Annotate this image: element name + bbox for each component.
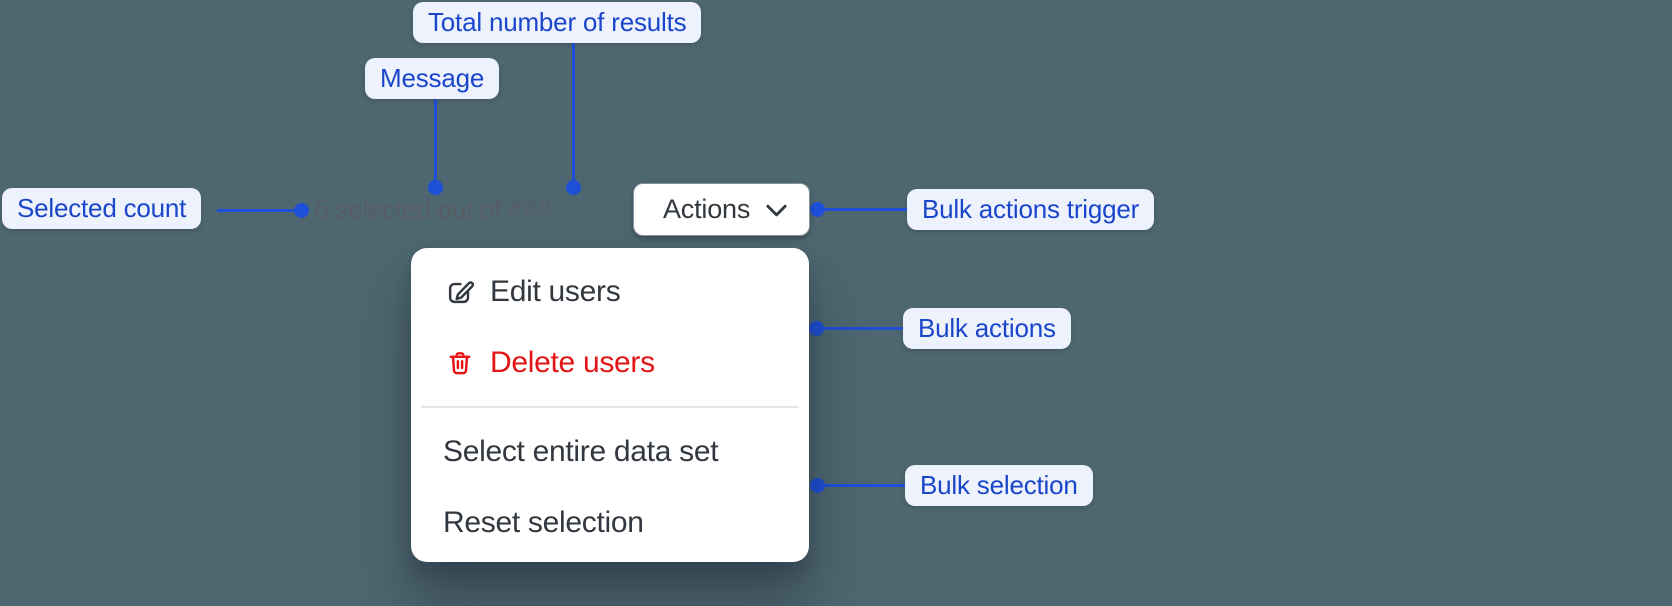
annotation-total-results-label: Total number of results <box>428 7 687 37</box>
menu-item-label: Reset selection <box>443 505 644 539</box>
annotation-bulk-actions-trigger-label: Bulk actions trigger <box>922 194 1140 224</box>
menu-item-label: Delete users <box>490 345 655 379</box>
annotation-total-results: Total number of results <box>413 2 702 43</box>
bulk-actions-menu: Edit users Delete users Select entire da… <box>411 248 809 562</box>
actions-button-label: Actions <box>663 194 751 224</box>
annotation-bulk-selection-label: Bulk selection <box>920 470 1078 500</box>
annotation-bulk-selection: Bulk selection <box>905 465 1093 506</box>
chevron-down-icon <box>765 203 788 219</box>
menu-item-delete-users[interactable]: Delete users <box>411 327 809 398</box>
annotation-message: Message <box>365 58 500 99</box>
menu-item-reset-selection[interactable]: Reset selection <box>411 487 809 558</box>
connector-dot-bulk-actions-trigger <box>810 202 825 217</box>
trash-icon <box>445 347 475 378</box>
bulk-actions-trigger-button[interactable]: Actions <box>633 183 810 236</box>
menu-item-select-entire-data-set[interactable]: Select entire data set <box>411 416 809 487</box>
menu-item-label: Edit users <box>490 274 621 308</box>
annotation-bulk-actions-trigger: Bulk actions trigger <box>907 189 1155 230</box>
annotation-bulk-actions-label: Bulk actions <box>918 313 1056 343</box>
selection-count-message: 6 selected out of ### <box>314 194 552 224</box>
connector-dot-bulk-actions <box>809 321 824 336</box>
pencil-square-icon <box>445 277 475 307</box>
connector-line-bulk-selection <box>822 484 905 487</box>
menu-item-edit-users[interactable]: Edit users <box>411 256 809 327</box>
annotation-selected-count-label: Selected count <box>17 193 187 223</box>
connector-dot-message <box>428 180 443 195</box>
connector-dot-bulk-selection <box>810 478 825 493</box>
connector-dot-selected-count <box>294 203 309 218</box>
connector-dot-total-results <box>566 180 581 195</box>
annotation-bulk-actions: Bulk actions <box>903 308 1071 349</box>
connector-line-total-results <box>572 43 575 181</box>
connector-line-bulk-actions-trigger <box>822 208 907 211</box>
connector-line-bulk-actions <box>821 327 903 330</box>
connector-line-selected-count <box>217 209 297 212</box>
menu-divider <box>421 406 799 408</box>
annotation-selected-count: Selected count <box>2 188 202 229</box>
connector-line-message <box>434 99 437 181</box>
annotation-message-label: Message <box>380 63 485 93</box>
menu-item-label: Select entire data set <box>443 434 719 468</box>
